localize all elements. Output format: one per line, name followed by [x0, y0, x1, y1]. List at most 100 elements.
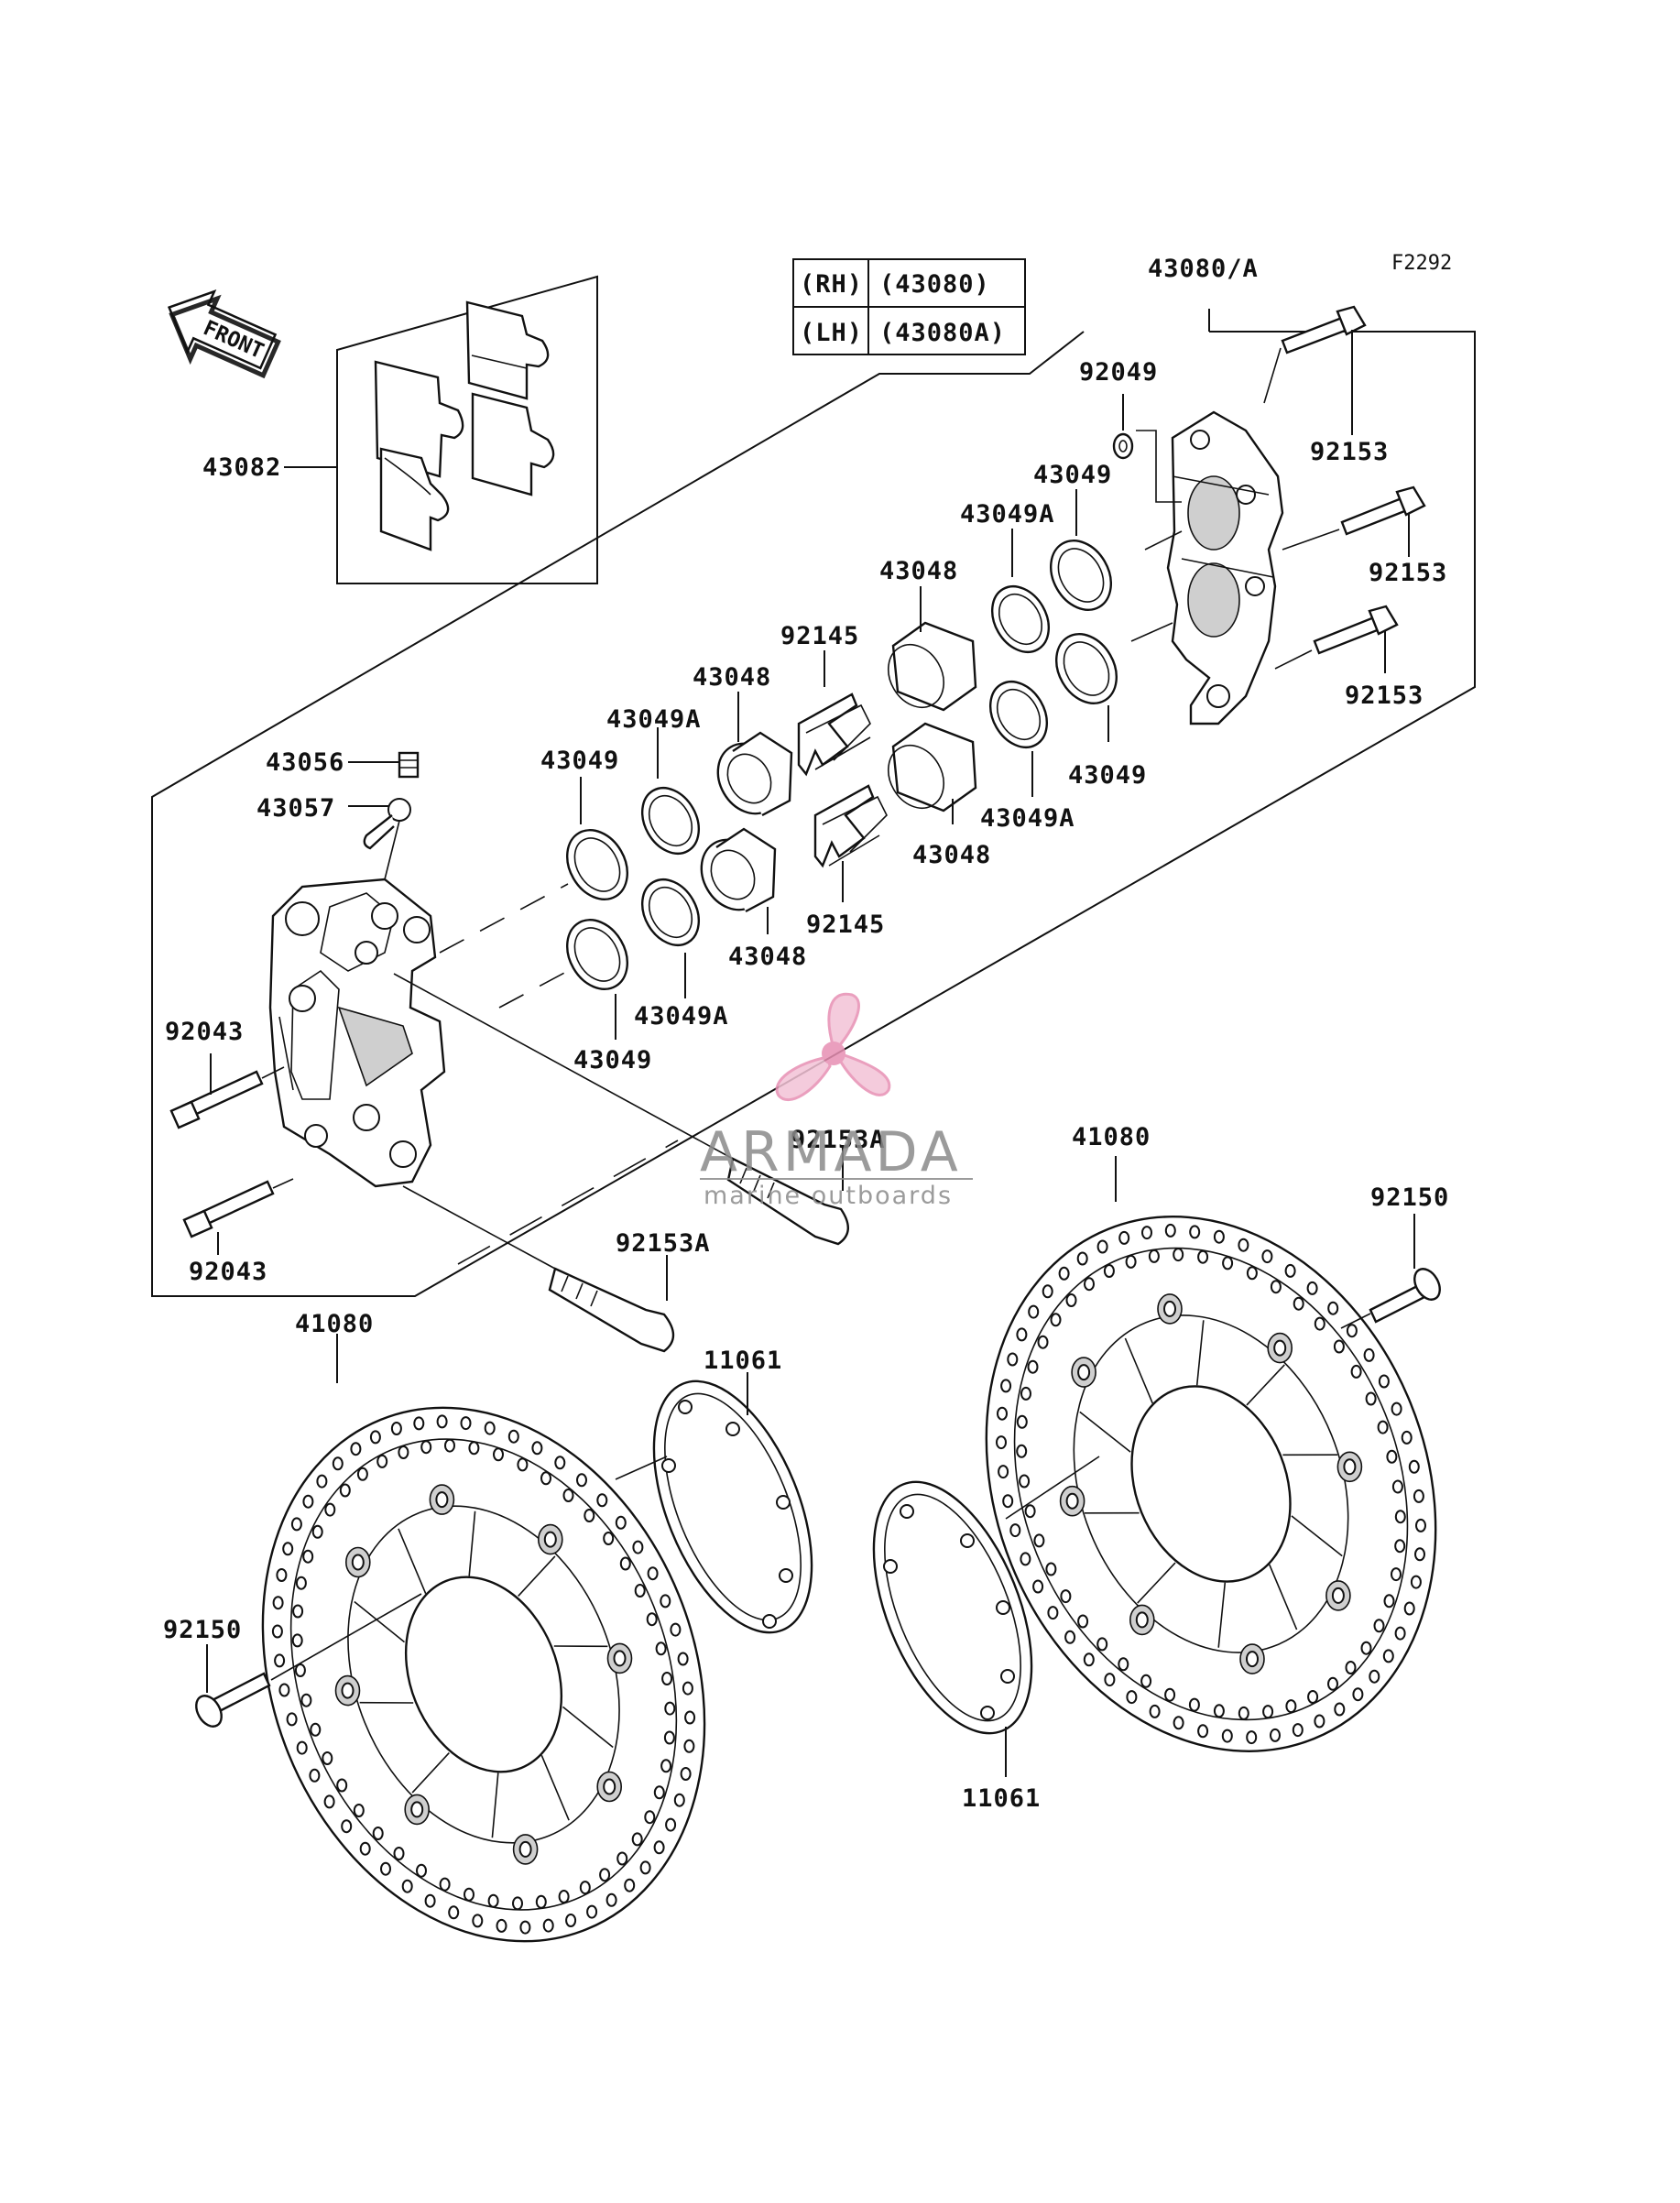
disc-vent-hole: [317, 1476, 326, 1488]
disc-vent-hole: [1052, 1314, 1061, 1325]
right-caliper-body: [1168, 412, 1282, 724]
disc-vent-hole: [1347, 1662, 1356, 1674]
disc-vent-hole: [1078, 1616, 1087, 1628]
disc-vent-hole: [489, 1895, 498, 1907]
label-bolt-r3: 92153: [1345, 682, 1424, 710]
disc-vent-hole: [322, 1752, 332, 1764]
side-table: (RH) (43080) (LH) (43080A): [793, 259, 1025, 354]
disc-vent-hole: [1365, 1349, 1374, 1361]
disc-vent-hole: [1033, 1581, 1042, 1593]
disc-vent-hole: [1308, 1282, 1317, 1294]
disc-vent-hole: [616, 1517, 626, 1529]
disc-bobbin-center: [343, 1684, 354, 1698]
disc-vent-hole: [649, 1567, 658, 1579]
disc-vent-hole: [1127, 1256, 1136, 1268]
disc-vent-hole: [381, 1863, 390, 1875]
disc-vent-hole: [1396, 1628, 1405, 1640]
disc-vent-hole: [1098, 1241, 1107, 1253]
disc-vent-hole: [377, 1456, 387, 1467]
watermark-tagline: marine outboards: [704, 1182, 953, 1210]
disc-vent-hole: [544, 1920, 553, 1932]
disc-vent-hole: [445, 1440, 454, 1452]
seal-a1: [555, 819, 639, 910]
disc-vent-hole: [303, 1551, 312, 1563]
disc-vent-hole: [1118, 1658, 1128, 1670]
pad-set-group: 43082: [202, 277, 597, 583]
label-seal-b1: 43049A: [960, 500, 1055, 529]
disc-vent-hole: [1335, 1704, 1344, 1716]
disc-vent-hole: [1293, 1724, 1303, 1736]
disc-vent-hole: [1352, 1366, 1361, 1378]
disc-vent-hole: [283, 1543, 292, 1554]
disc-vent-hole: [398, 1446, 408, 1458]
disc-vent-hole: [464, 1889, 474, 1901]
disc-vent-hole: [1415, 1548, 1424, 1560]
disc-vent-hole: [374, 1827, 383, 1839]
watermark-brand: ARMADA: [700, 1120, 962, 1184]
disc-vent-hole: [998, 1466, 1008, 1478]
label-piston-b: 43048: [879, 557, 958, 585]
disc-vent-hole: [1412, 1576, 1421, 1588]
washer: [1114, 434, 1132, 458]
disc-vent-hole: [604, 1532, 613, 1544]
disc-vent-hole: [485, 1423, 495, 1434]
disc-vent-hole: [1271, 1729, 1280, 1741]
seal-d1: [979, 671, 1058, 758]
disc-vent-hole: [1367, 1393, 1376, 1405]
pad-spring-b: [815, 786, 887, 866]
disc-vent-hole: [513, 1897, 522, 1909]
seal-c1: [555, 909, 639, 999]
disc-vent-hole: [1085, 1278, 1094, 1290]
disc-vent-hole: [555, 1456, 564, 1468]
disc-vent-hole: [1017, 1328, 1026, 1340]
disc-vent-hole: [1405, 1603, 1414, 1615]
disc-vent-hole: [682, 1768, 691, 1780]
label-cap: 43057: [256, 794, 335, 823]
disc-vent-hole: [636, 1585, 645, 1597]
disc-vent-hole: [1286, 1265, 1295, 1277]
label-seal-d2: 43049: [1068, 761, 1147, 790]
disc-vent-hole: [1020, 1553, 1030, 1565]
disc-vent-hole: [665, 1703, 674, 1715]
label-shim-right: 11061: [962, 1784, 1041, 1813]
table-side-rh: (RH): [800, 270, 863, 299]
disc-vent-hole: [685, 1712, 694, 1724]
disc-vent-hole: [1097, 1638, 1107, 1650]
disc-vent-hole: [1018, 1416, 1027, 1428]
label-mount-bolt-2: 92043: [189, 1258, 267, 1286]
disc-vent-hole: [1223, 1730, 1232, 1742]
disc-bolt-right: [1370, 1264, 1445, 1322]
disc-bobbin-center: [545, 1532, 556, 1547]
disc-vent-hole: [560, 1891, 569, 1903]
disc-bobbin-center: [1137, 1612, 1148, 1627]
disc-vent-hole: [1328, 1678, 1337, 1690]
disc-bobbin-center: [604, 1780, 615, 1794]
disc-vent-hole: [1046, 1564, 1055, 1576]
disc-vent-hole: [520, 1922, 529, 1934]
disc-vent-hole: [1315, 1318, 1325, 1330]
disc-vent-hole: [518, 1458, 527, 1470]
disc-vent-hole: [1105, 1674, 1114, 1685]
disc-vent-hole: [1065, 1631, 1075, 1643]
disc-vent-hole: [1384, 1650, 1393, 1662]
label-seal-d1: 43049A: [980, 804, 1075, 833]
figure-code: F2292: [1391, 252, 1452, 275]
disc-bobbin-center: [1274, 1341, 1285, 1356]
disc-vent-hole: [1347, 1325, 1357, 1336]
front-arrow-icon: FRONT: [154, 278, 287, 389]
disc-vent-hole: [665, 1732, 674, 1744]
disc-vent-hole: [1061, 1590, 1070, 1602]
label-piston-d: 43048: [912, 841, 991, 869]
disc-vent-hole: [1001, 1380, 1010, 1391]
disc-vent-hole: [293, 1634, 302, 1646]
disc-vent-hole: [1248, 1267, 1257, 1279]
disc-vent-hole: [587, 1906, 596, 1918]
piston-c: [689, 828, 776, 921]
label-seal-a1: 43049: [540, 747, 619, 775]
disc-vent-hole: [1396, 1510, 1405, 1522]
disc-vent-hole: [293, 1606, 302, 1618]
label-pin-2: 92153A: [616, 1229, 711, 1258]
disc-vent-hole: [1335, 1341, 1344, 1353]
